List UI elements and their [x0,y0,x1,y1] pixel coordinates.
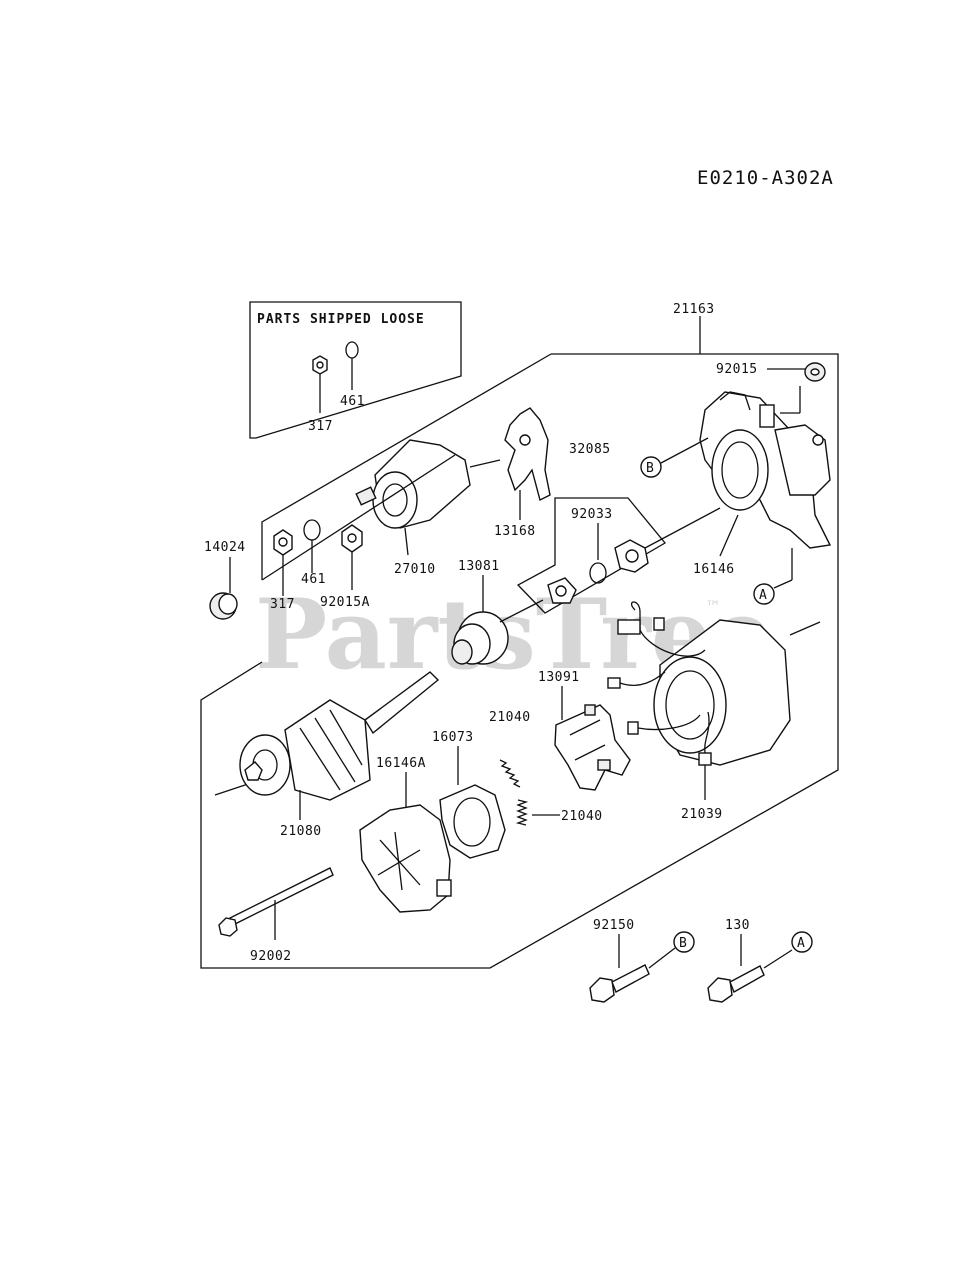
springs-21040: 21040 21040 [489,710,603,826]
through-bolt-92002: 92002 [218,867,334,964]
label-21040-b: 21040 [561,809,603,824]
callout-b-top: B [640,437,709,478]
callout-b-bottom-text: B [679,936,687,951]
nut-92015: 92015 [716,362,826,382]
nut-317-loose-hole [316,361,324,369]
label-13081: 13081 [458,559,500,574]
label-13168: 13168 [494,524,536,539]
pinion-13081: 13081 [451,559,544,665]
label-21039: 21039 [681,807,723,822]
label-32085: 32085 [569,442,611,457]
gear-housing-16146: 16146 [693,386,832,577]
label-21080: 21080 [280,824,322,839]
lever-13168: 32085 13168 [494,407,611,539]
callout-a-bottom-text: A [797,936,805,951]
callout-b-top-text: B [646,461,654,476]
armature-21080: 21080 [214,671,440,839]
label-92015: 92015 [716,362,758,377]
brush-plate-16073: 16073 [432,730,506,859]
bolt-92150: 92150 B [589,918,695,1003]
solenoid-27010: 27010 [355,439,501,577]
label-14024: 14024 [204,540,246,555]
label-13091: 13091 [538,670,580,685]
yoke-21039: 21039 [607,601,821,822]
watermark-tm: ™ [705,597,721,616]
callout-a-bottom [791,931,813,953]
washer-461: 461 [301,519,326,587]
label-92002: 92002 [250,949,292,964]
assembly-21163-boundary: 21163 [200,302,839,969]
cap-14024: 14024 [204,540,246,620]
nut-92015A: 92015A [320,524,370,610]
label-21040-a: 21040 [489,710,531,725]
label-92015A: 92015A [320,595,370,610]
parts-shipped-loose-box: PARTS SHIPPED LOOSE 317 461 [249,301,462,439]
label-27010: 27010 [394,562,436,577]
nut-317: 317 [270,529,295,612]
label-21163: 21163 [673,302,715,317]
label-461-loose: 461 [340,394,365,409]
diagram-code: E0210-A302A [697,167,834,189]
clutch-parts-92033: 92033 [516,497,721,614]
label-130: 130 [725,918,750,933]
washer-461-loose [345,341,359,359]
label-16146: 16146 [693,562,735,577]
callout-b-bottom [673,931,695,953]
rear-cover-16146A: 16146A [359,756,452,913]
label-92033: 92033 [571,507,613,522]
label-317: 317 [270,597,295,612]
label-16146A: 16146A [376,756,426,771]
label-92150: 92150 [593,918,635,933]
callout-a-right: A [753,548,793,605]
bolt-130: 130 A [707,918,813,1003]
brush-holder-13091: 13091 [538,670,631,791]
loose-box-title: PARTS SHIPPED LOOSE [257,312,425,327]
label-317-loose: 317 [308,419,333,434]
label-461: 461 [301,572,326,587]
label-16073: 16073 [432,730,474,745]
callout-a-right-text: A [759,588,767,603]
